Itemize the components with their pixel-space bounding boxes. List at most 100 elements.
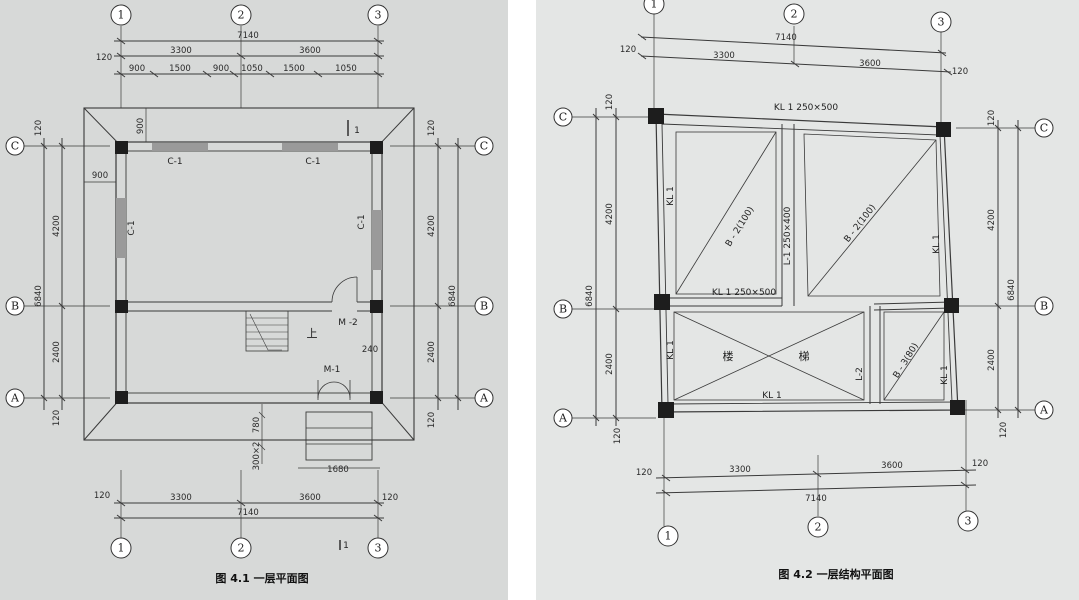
label-l1: L-1 250×400	[783, 206, 793, 265]
dim-right-4200: 4200	[427, 215, 437, 237]
label-kl1-mid: KL 1 250×500	[712, 288, 777, 298]
axis-c-left: C	[11, 140, 19, 153]
s-axis-1-bottom: 1	[665, 530, 672, 543]
dim-top-1050b: 1050	[335, 64, 357, 74]
s-dim-bottom-total: 7140	[805, 494, 827, 504]
s-dim-right-120b: 120	[999, 422, 1009, 438]
floor-plan-panel: 1 2 3 1 2 3 C B A C B A 7140 120 3300 36…	[0, 0, 508, 600]
dim-top-3300: 3300	[170, 46, 192, 56]
label-stair-b: 梯	[799, 350, 810, 363]
label-window-c1-top-b: C-1	[305, 157, 320, 167]
s-axis-1-top: 1	[651, 0, 658, 11]
dim-top-900a: 900	[129, 64, 145, 74]
label-kl1-right-bottom: KL 1	[940, 365, 950, 385]
s-dim-bottom-120a: 120	[636, 468, 652, 478]
dim-top-1500b: 1500	[283, 64, 305, 74]
label-kl1-bottom: KL 1	[762, 391, 782, 401]
label-kl1-left-bottom: KL 1	[666, 340, 676, 360]
s-dim-left-2400: 2400	[605, 353, 615, 375]
label-window-c1-left: C-1	[127, 220, 137, 235]
axis-b-right: B	[480, 300, 488, 313]
dim-top-1500a: 1500	[169, 64, 191, 74]
s-dim-right-120a: 120	[987, 110, 997, 126]
axis-c-right: C	[480, 140, 488, 153]
s-axis-a-left: A	[558, 412, 568, 425]
s-axis-a-right: A	[1039, 404, 1049, 417]
axis-3-top: 3	[375, 9, 382, 22]
s-axis-c-right: C	[1040, 122, 1048, 135]
dim-right-120a: 120	[427, 120, 437, 136]
s-dim-left-4200: 4200	[605, 203, 615, 225]
label-kl1-top: KL 1 250×500	[774, 103, 839, 113]
s-dim-bottom-3300: 3300	[729, 465, 751, 475]
dim-left-120b: 120	[52, 410, 62, 426]
s-dim-top-3600: 3600	[859, 59, 881, 69]
s-dim-top-3300: 3300	[713, 51, 735, 61]
dim-780: 780	[252, 417, 262, 433]
axis-a-left: A	[10, 392, 20, 405]
dim-top-120: 120	[96, 53, 112, 63]
dim-top-total: 7140	[237, 31, 259, 41]
dim-left-6840: 6840	[34, 285, 44, 307]
axis-b-left: B	[11, 300, 19, 313]
s-dim-right-4200: 4200	[987, 209, 997, 231]
s-dim-top-120b: 120	[952, 67, 968, 77]
dim-top-3600: 3600	[299, 46, 321, 56]
label-window-c1-right: C-1	[357, 214, 367, 229]
dim-inner-900-h: 900	[92, 171, 108, 181]
label-slab-b2-a: B - 2(100)	[724, 205, 756, 249]
s-dim-bottom-3600: 3600	[881, 461, 903, 471]
label-window-c1-top-a: C-1	[167, 157, 182, 167]
dim-top-1050a: 1050	[241, 64, 263, 74]
axis-3-bottom: 3	[375, 542, 382, 555]
dim-bottom-3600: 3600	[299, 493, 321, 503]
dim-300x2: 300×2	[252, 442, 262, 471]
label-stair-a: 楼	[723, 349, 734, 363]
dim-right-2400: 2400	[427, 341, 437, 363]
s-dim-bottom-120b: 120	[972, 459, 988, 469]
s-axis-3-top: 3	[938, 16, 945, 29]
s-dim-right-2400: 2400	[987, 349, 997, 371]
dim-left-4200: 4200	[52, 215, 62, 237]
axis-2-top: 2	[238, 9, 245, 22]
structural-plan-panel: 1 2 3 1 2 3 C B A C B A 7140 120 3300 36…	[536, 0, 1079, 600]
label-section-mark-top: 1	[354, 126, 360, 136]
s-dim-left-120b: 120	[613, 428, 623, 444]
s-axis-b-right: B	[1040, 300, 1048, 313]
s-dim-left-120a: 120	[605, 94, 615, 110]
label-slab-b3: B - 3(80)	[892, 342, 921, 381]
structural-plan-drawing: 1 2 3 1 2 3 C B A C B A 7140 120 3300 36…	[553, 0, 1054, 581]
s-axis-3-bottom: 3	[965, 515, 972, 528]
label-door-m2: M -2	[338, 318, 358, 328]
label-kl1-left-top: KL 1	[666, 186, 676, 206]
s-axis-c-left: C	[559, 111, 567, 124]
dim-1680: 1680	[327, 465, 349, 475]
label-slab-b2-b: B - 2(100)	[843, 203, 879, 245]
caption-floor-plan: 图 4.1 一层平面图	[215, 572, 308, 585]
s-dim-top-total: 7140	[775, 33, 797, 43]
s-dim-top-120a: 120	[620, 45, 636, 55]
dim-bottom-3300: 3300	[170, 493, 192, 503]
axis-1-bottom: 1	[118, 542, 125, 555]
dim-bottom-120b: 120	[382, 493, 398, 503]
dim-left-120a: 120	[34, 120, 44, 136]
label-door-m1: M-1	[324, 365, 341, 375]
dim-left-2400: 2400	[52, 341, 62, 363]
label-section-mark-bottom: 1	[343, 541, 349, 551]
dim-inner-900-v: 900	[136, 118, 146, 134]
s-axis-2-bottom: 2	[815, 521, 822, 534]
axis-1-top: 1	[118, 9, 125, 22]
dim-bottom-total: 7140	[237, 508, 259, 518]
dim-240: 240	[362, 345, 378, 355]
label-l2: L-2	[855, 367, 865, 381]
caption-structural-plan: 图 4.2 一层结构平面图	[778, 567, 893, 581]
dim-bottom-120a: 120	[94, 491, 110, 501]
dim-top-900b: 900	[213, 64, 229, 74]
label-kl1-right-top: KL 1	[932, 234, 942, 254]
axis-a-right: A	[479, 392, 489, 405]
s-axis-b-left: B	[559, 303, 567, 316]
s-dim-right-6840: 6840	[1007, 279, 1017, 301]
axis-2-bottom: 2	[238, 542, 245, 555]
dim-right-6840: 6840	[448, 285, 458, 307]
label-stair-up: 上	[307, 327, 318, 340]
